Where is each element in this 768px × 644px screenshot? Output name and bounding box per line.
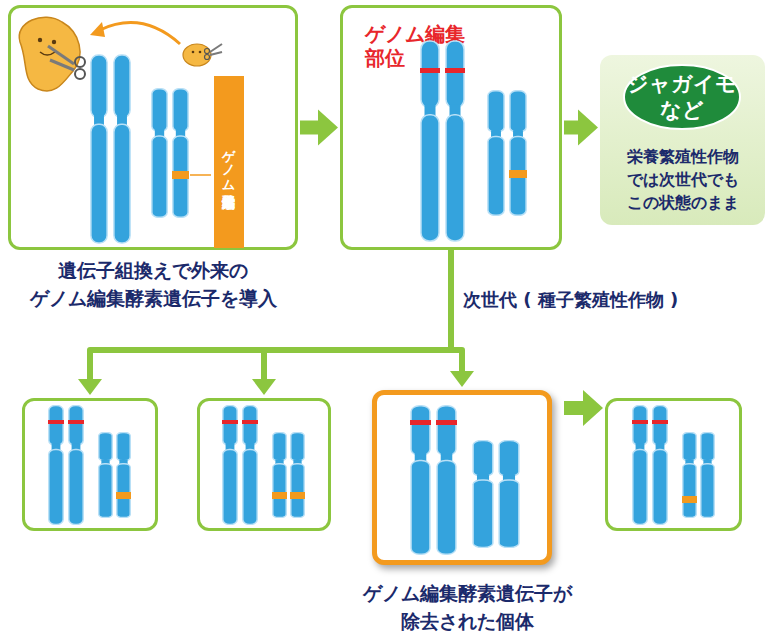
arrow-head — [318, 110, 338, 146]
flow-arrow — [450, 250, 474, 387]
arrow-head — [583, 390, 603, 426]
arrow-head — [450, 371, 474, 387]
step-box: 遺伝子組換えで外来の ゲノム編集酵素遺伝子を導入ゲノム編集酵素遺伝子 — [8, 5, 298, 250]
offspring-box — [605, 398, 742, 531]
node-label: 遺伝子組換えで外来の ゲノム編集酵素遺伝子を導入 — [11, 257, 295, 312]
flow-arrow — [564, 110, 598, 146]
node-label: ゲノム編集酵素遺伝子が 除去された個体 — [347, 580, 587, 635]
connector-line — [564, 121, 579, 135]
connector-line — [451, 250, 462, 372]
node-label: ジャガイモ など — [626, 71, 738, 124]
connector-line — [264, 250, 451, 380]
edge-label: 次世代 ( 種子繁殖性作物 ) — [463, 289, 678, 311]
offspring-box — [22, 398, 158, 531]
flow-arrow — [252, 250, 451, 395]
arrow-head — [252, 379, 276, 395]
flow-arrow — [564, 390, 603, 426]
node-label: ゲノム編集酵素遺伝子 — [223, 140, 236, 185]
connector-line — [564, 401, 584, 415]
oval-shape — [624, 65, 740, 129]
flow-arrow — [300, 110, 338, 146]
connector-line — [300, 121, 319, 135]
step-box: ゲノム編集 部位 — [340, 5, 562, 250]
node-label: 栄養繁殖性作物 では次世代でも この状態のまま — [616, 145, 749, 215]
arrow-head — [578, 110, 598, 146]
note-box: 栄養繁殖性作物 では次世代でも この状態のまま ジャガイモ など — [600, 55, 765, 225]
node-label: ゲノム編集 部位 — [365, 22, 485, 70]
arrow-head — [78, 379, 102, 395]
crop-oval: ジャガイモ など — [622, 63, 742, 131]
offspring-box: ゲノム編集酵素遺伝子が 除去された個体 — [372, 390, 552, 565]
gene-tag: ゲノム編集酵素遺伝子 — [214, 76, 244, 248]
offspring-box — [197, 398, 331, 531]
